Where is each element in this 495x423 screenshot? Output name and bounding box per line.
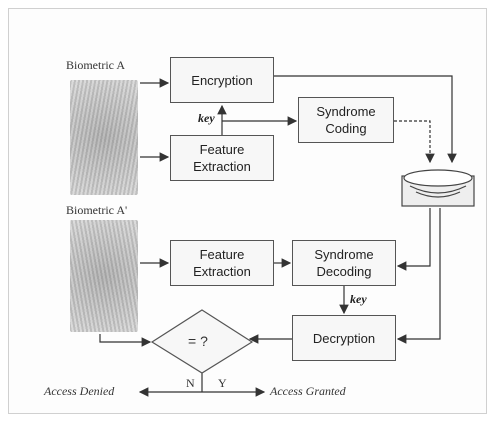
biometric-a-prime-fingerprint-image xyxy=(70,220,138,332)
decision-label: = ? xyxy=(188,333,208,349)
biometric-a-label: Biometric A xyxy=(66,58,125,72)
biometric-a-prime-label: Biometric A' xyxy=(66,203,128,217)
key-label-bottom: key xyxy=(350,292,367,306)
key-label-top: key xyxy=(198,111,215,125)
access-denied-label: Access Denied xyxy=(44,384,115,398)
access-granted-label: Access Granted xyxy=(270,384,346,398)
feature-extraction-top-block: Feature Extraction xyxy=(170,135,274,181)
storage-database-icon xyxy=(401,169,475,207)
decision-diamond xyxy=(150,309,254,374)
feature-extraction-bottom-block: Feature Extraction xyxy=(170,240,274,286)
no-label: N xyxy=(186,376,195,390)
encryption-block: Encryption xyxy=(170,57,274,103)
decryption-block: Decryption xyxy=(292,315,396,361)
syndrome-coding-block: Syndrome Coding xyxy=(298,97,394,143)
biometric-a-fingerprint-image xyxy=(70,80,138,195)
yes-label: Y xyxy=(218,376,227,390)
syndrome-decoding-block: Syndrome Decoding xyxy=(292,240,396,286)
